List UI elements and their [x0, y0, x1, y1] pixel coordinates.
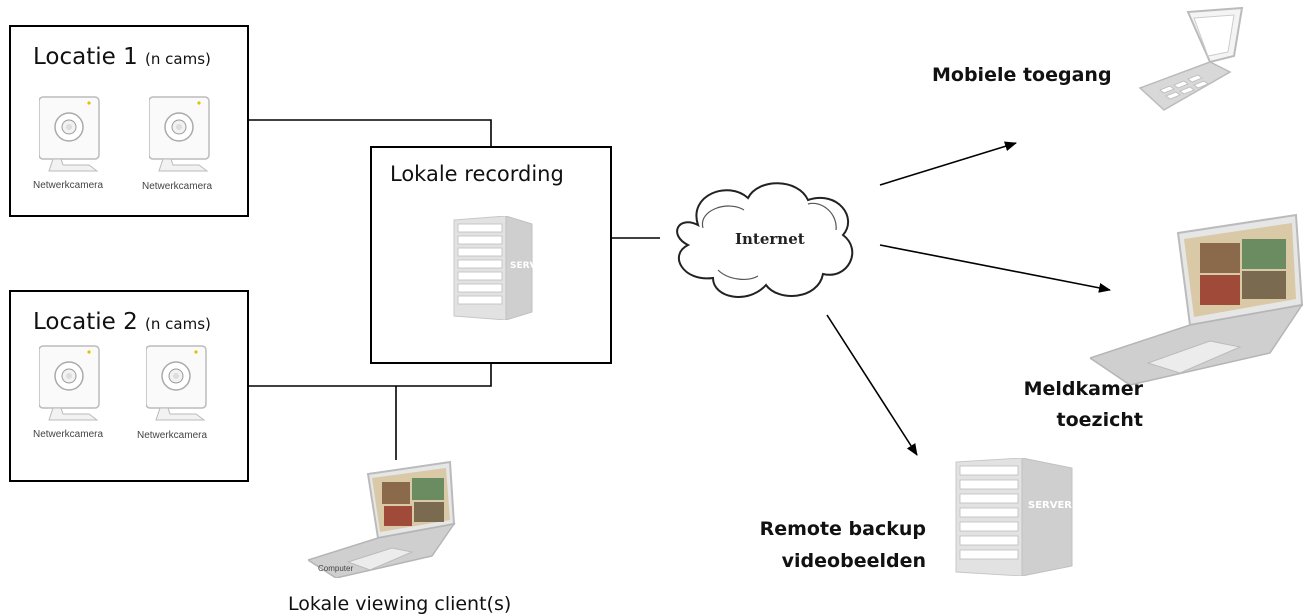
laptop-icon — [308, 460, 456, 578]
link-locatie2-recording — [249, 364, 492, 387]
network-camera-icon — [149, 96, 210, 172]
network-camera-icon — [39, 96, 100, 172]
local-recording-title: Lokale recording — [390, 162, 564, 186]
laptop-icon — [1090, 213, 1303, 386]
backup-label-line2: videobeelden — [781, 550, 926, 572]
meldkamer-label-line2: toezicht — [1056, 409, 1143, 431]
camera-label: Netwerkcamera — [33, 180, 104, 191]
server-text: SERVER — [510, 261, 534, 271]
location-1-box: Locatie 1 (n cams) Netwerkcamera Netwerk… — [9, 25, 249, 217]
network-camera-icon — [39, 345, 100, 421]
meldkamer-label-line1: Meldkamer — [1023, 378, 1143, 400]
internet-label: Internet — [735, 230, 805, 248]
server-icon: SERVER — [955, 458, 1073, 576]
location-2-box: Locatie 2 (n cams) Netwerkcamera Netwerk… — [9, 290, 249, 482]
arrow-mobile — [879, 141, 1017, 186]
camera-label: Netwerkcamera — [33, 429, 104, 440]
server-icon: SERVER — [453, 216, 534, 320]
mobile-access-label: Mobiele toegang — [932, 64, 1112, 86]
server-text: SERVER — [1028, 500, 1072, 511]
arrow-meldkamer — [879, 244, 1111, 293]
cloud-icon — [676, 182, 854, 298]
arrow-backup — [826, 314, 918, 456]
local-recording-box: Lokale recording SERVER — [370, 146, 612, 364]
mobile-phone-icon — [1138, 6, 1244, 111]
viewing-client-caption: Lokale viewing client(s) — [288, 593, 512, 615]
network-camera-icon — [146, 345, 207, 421]
location-2-title: Locatie 2 (n cams) — [33, 309, 211, 335]
camera-label: Netwerkcamera — [142, 181, 213, 192]
location-1-title: Locatie 1 (n cams) — [33, 44, 211, 70]
link-locatie1-recording — [249, 119, 492, 146]
backup-label-line1: Remote backup — [759, 518, 926, 540]
camera-label: Netwerkcamera — [137, 430, 208, 441]
computer-label: Computer — [318, 564, 354, 573]
